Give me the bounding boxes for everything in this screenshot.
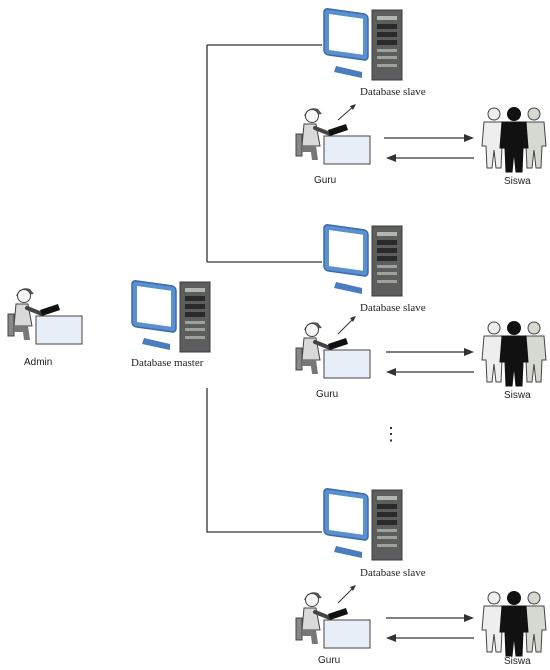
sync-arrow: [337, 586, 355, 604]
teacher-icon: [294, 590, 372, 650]
admin-icon: [6, 286, 84, 346]
branch-1: [294, 7, 547, 173]
teacher-icon: [294, 320, 372, 380]
more-branches-ellipsis: ⋮: [382, 424, 400, 444]
teacher-label: Guru: [314, 175, 337, 186]
master-connection-lines: [206, 44, 322, 533]
database-slave-label: Database slave: [360, 567, 426, 579]
database-master-icon: [131, 279, 211, 353]
database-slave-label: Database slave: [360, 302, 426, 314]
sync-arrow: [337, 317, 355, 335]
database-slave-icon: [323, 223, 403, 297]
branch-3: [294, 487, 547, 657]
students-label: Siswa: [504, 656, 531, 667]
students-icon: [481, 591, 547, 657]
students-icon: [481, 321, 547, 387]
teacher-icon: [294, 106, 372, 166]
branch-2: [294, 223, 547, 387]
students-icon: [481, 107, 547, 173]
students-label: Siswa: [504, 176, 531, 187]
teacher-label: Guru: [318, 655, 341, 666]
sync-arrow: [337, 105, 355, 121]
database-master-label: Database master: [131, 357, 204, 369]
database-slave-label: Database slave: [360, 86, 426, 98]
database-slave-icon: [323, 487, 403, 561]
teacher-label: Guru: [316, 389, 339, 400]
students-label: Siswa: [504, 390, 531, 401]
admin-label: Admin: [24, 357, 53, 368]
database-slave-icon: [323, 7, 403, 81]
